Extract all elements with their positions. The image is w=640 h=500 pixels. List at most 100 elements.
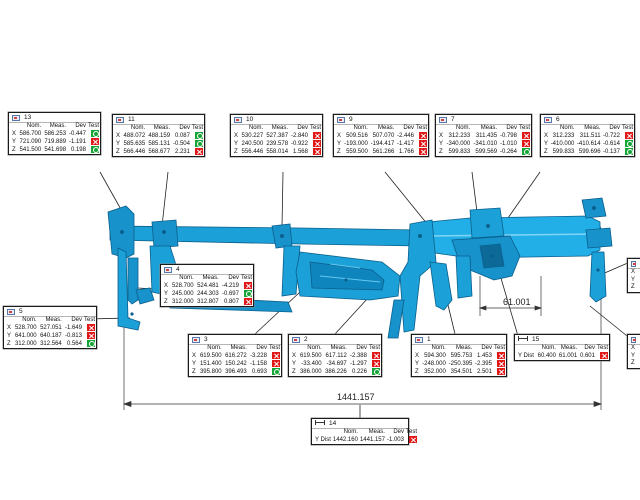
feature-point-icon [7,308,15,315]
offset-dimension [478,276,543,316]
col-meas: Meas. [480,125,498,131]
fail-icon [313,140,321,148]
fail-icon [419,140,427,148]
col-nom: Nom. [22,317,37,323]
table-row: Y-248.000-250.395-2.395 [412,360,506,368]
callout-label: 5 [19,308,23,315]
callout-header: 9 [334,115,428,125]
feature-point-icon [234,116,242,123]
table-row: Y [631,352,636,359]
pass-icon [244,290,252,298]
col-meas: Meas. [584,125,601,131]
callout-label: 4 [176,266,180,273]
col-meas: Meas. [153,125,171,131]
fail-icon [409,436,417,443]
col-dev: Dev [179,125,190,131]
col-test: Test [405,429,417,435]
col-meas: Meas. [202,275,219,281]
pass-icon [195,140,203,148]
distance-icon [518,336,528,341]
col-dev: Dev [356,345,367,351]
fail-icon [244,282,252,289]
col-nom: Nom. [130,125,146,131]
callout-label: 13 [24,114,32,121]
table-row: Y-33.400-34.697-1.297 [289,360,381,368]
distance-icon [315,420,325,425]
fail-icon [244,298,252,306]
table-row: Y-410.000-410.614-0.614 [541,140,634,148]
leader-lines [43,171,633,418]
callout-header: 2 [289,335,381,345]
fail-icon [195,148,203,156]
col-nom: Nom. [179,275,194,281]
col-nom: Nom. [455,125,471,131]
callout-header [628,335,640,345]
callout-label: 2 [304,336,308,343]
col-nom: Nom. [26,123,42,129]
feature-point-icon [192,336,200,343]
fail-icon [313,132,321,139]
col-nom: Nom. [307,345,322,351]
col-test: Test [268,345,280,351]
fail-icon [87,332,95,340]
fail-icon [497,368,505,376]
feature-point-icon [292,336,300,343]
col-test: Test [240,275,252,281]
callout-header: 7 [436,115,531,125]
col-test: Test [87,123,99,129]
feature-point-icon [631,336,636,343]
fail-icon [272,360,280,368]
callout-label: 7 [451,116,455,123]
callout-label: 1 [427,336,431,343]
col-dev: Dev [297,125,308,131]
col-meas: Meas. [49,123,67,129]
col-nom: Nom. [343,429,358,435]
col-dev: Dev [75,123,86,129]
col-dev: Dev [584,345,595,351]
callout-partial-upper[interactable]: X Y Z [627,258,640,293]
cross-car-beam[interactable] [107,197,613,339]
fail-icon [600,352,608,359]
pass-icon [91,130,99,137]
col-dev: Dev [393,429,404,435]
fail-icon [372,352,380,359]
callout-partial-lower[interactable]: X Y Z [627,334,640,369]
col-meas: Meas. [368,429,385,435]
col-nom: Nom. [541,345,556,351]
fail-icon [313,148,321,156]
callout-header: 5 [4,307,96,317]
feature-point-icon [116,116,124,123]
fail-icon [522,140,530,148]
col-test: Test [596,345,608,351]
feature-point-icon [164,266,172,273]
pass-icon [625,140,633,148]
col-nom: Nom. [353,125,368,131]
